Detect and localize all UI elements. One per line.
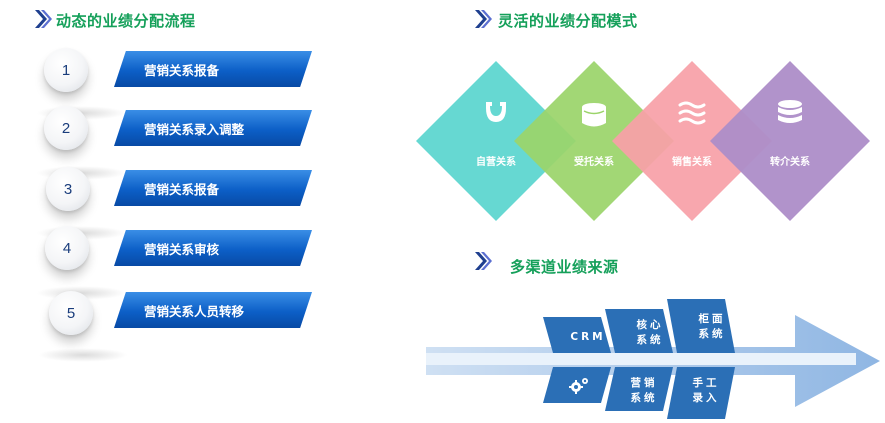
right-section-title: 灵活的业绩分配模式 xyxy=(498,12,638,30)
mode-label-4: 转介关系 xyxy=(770,157,810,168)
left-section-title: 动态的业绩分配流程 xyxy=(56,12,196,30)
mode-label-3: 销售关系 xyxy=(672,157,712,168)
chevron-core xyxy=(605,309,673,353)
step-bar-1: 营销关系报备 xyxy=(114,51,312,87)
diamond-referral xyxy=(710,61,870,221)
chevron-counter xyxy=(667,299,735,353)
source-manual-entry: 手工 录入 xyxy=(676,376,736,406)
diamond-self-operated xyxy=(416,61,576,221)
step-number-2: 2 xyxy=(44,106,88,150)
chevron-double-icon xyxy=(35,10,52,28)
source-counter-system: 柜面 系统 xyxy=(682,312,742,342)
step-number-3: 3 xyxy=(46,167,90,211)
chevron-double-icon xyxy=(475,10,492,28)
step-number-1: 1 xyxy=(44,48,88,92)
magnet-icon xyxy=(486,102,506,122)
source-core-line1: 核心 xyxy=(636,319,664,331)
chevron-crm xyxy=(543,317,611,353)
step-bar-3: 营销关系报备 xyxy=(114,170,312,206)
step-bar-2: 营销关系录入调整 xyxy=(114,110,312,146)
source-core-line2: 系统 xyxy=(636,334,664,346)
chevron-marketing xyxy=(605,367,673,411)
source-marketing-line1: 营销 xyxy=(630,377,658,389)
mode-diamonds xyxy=(416,61,870,221)
chevron-manual xyxy=(667,367,735,419)
step-number-5: 5 xyxy=(49,291,93,335)
source-counter-line2: 系统 xyxy=(698,328,726,340)
source-crm: CRM xyxy=(570,331,606,343)
diamond-sales xyxy=(612,61,772,221)
step-number-4: 4 xyxy=(45,226,89,270)
source-counter-line1: 柜面 xyxy=(698,313,726,325)
waves-icon xyxy=(678,101,706,125)
source-manual-line1: 手工 xyxy=(692,377,720,389)
step-bar-4: 营销关系审核 xyxy=(114,230,312,266)
bottom-section-title: 多渠道业绩来源 xyxy=(510,258,619,276)
source-marketing-system: 营销 系统 xyxy=(614,376,674,406)
mode-label-1: 自营关系 xyxy=(476,157,516,168)
database-icon xyxy=(778,100,802,123)
diamond-entrusted xyxy=(514,61,674,221)
gears-icon xyxy=(569,378,588,394)
step-bar-5: 营销关系人员转移 xyxy=(114,292,312,328)
source-arrow-graphic xyxy=(426,299,880,419)
source-core-system: 核心 系统 xyxy=(620,318,680,348)
mode-label-2: 受托关系 xyxy=(574,157,614,168)
chevron-double-icon xyxy=(475,252,492,270)
cylinder-icon xyxy=(582,103,606,127)
source-manual-line2: 录入 xyxy=(692,392,720,404)
source-marketing-line2: 系统 xyxy=(630,392,658,404)
